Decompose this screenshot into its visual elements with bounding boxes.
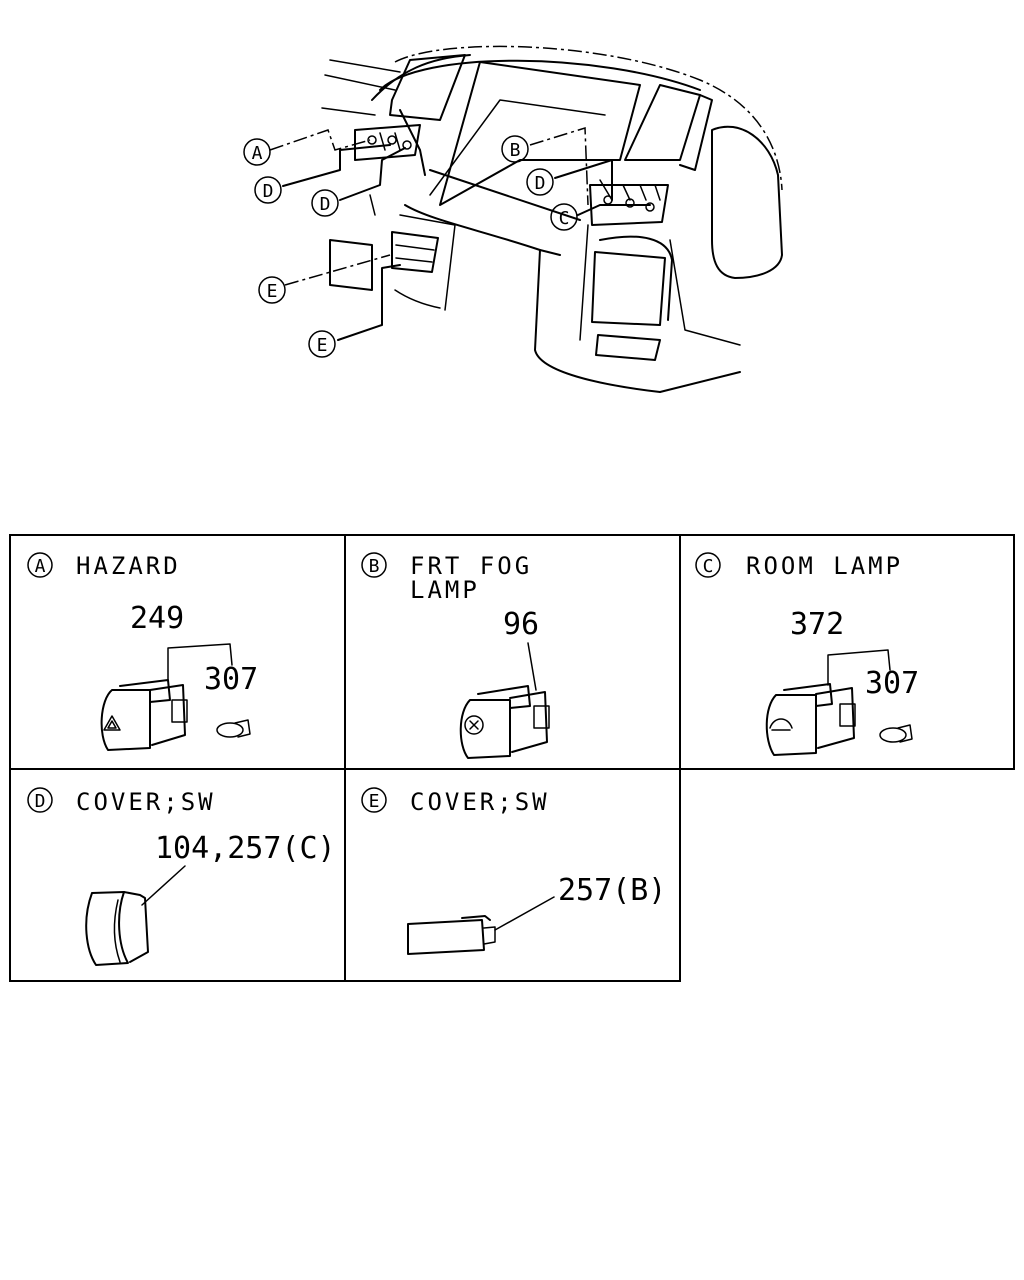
callout-d2-letter: D [320,194,331,215]
cell-a-title: HAZARD [76,552,181,580]
callout-c-letter: C [559,208,570,229]
cell-c-letter: C [703,556,714,577]
fog-lamp-switch-icon [459,685,550,759]
callout-d3-letter: D [535,173,546,194]
cell-hazard: A HAZARD 249 307 [27,552,258,751]
callout-leaders [269,126,651,341]
cell-b-title-line2: LAMP [410,576,480,604]
callout-d-3: D [526,168,554,196]
callout-d1-letter: D [263,181,274,202]
bulb-icon-room [879,724,913,743]
cell-d-title: COVER;SW [76,788,216,816]
part-number-257b: 257(B) [558,873,666,908]
callout-a: A [243,138,271,166]
cell-room-lamp: C ROOM LAMP 372 307 [695,552,919,756]
callout-b: B [501,135,529,163]
callout-b-letter: B [510,140,521,161]
callout-e-1: E [258,276,286,304]
hazard-switch-icon [100,679,188,751]
cell-e-title: COVER;SW [410,788,550,816]
callout-e1-letter: E [267,281,278,302]
part-number-372: 372 [790,607,844,642]
dashboard-illustration [321,45,783,393]
switch-cover-icon [85,891,149,966]
part-number-96: 96 [503,607,539,642]
bulb-icon [216,719,251,738]
callout-d-1: D [254,176,282,204]
part-number-307-a: 307 [204,662,258,697]
part-number-307-c: 307 [865,666,919,701]
callout-e2-letter: E [317,335,328,356]
cell-c-title: ROOM LAMP [746,552,903,580]
parts-table [9,534,1015,982]
cell-e-letter: E [369,791,380,812]
callout-e-2: E [308,330,336,358]
cell-b-title-line1: FRT FOG [410,552,532,580]
callout-d-2: D [311,189,339,217]
cell-cover-sw-d: D COVER;SW 104,257(C) [27,787,336,966]
callout-c: C [550,203,578,231]
blank-cover-icon [407,915,496,955]
cell-a-letter: A [35,556,46,577]
cell-b-letter: B [369,556,380,577]
part-number-249: 249 [130,601,184,636]
cell-cover-sw-e: E COVER;SW 257(B) [361,787,666,955]
part-number-104-257c: 104,257(C) [155,831,336,866]
cell-front-fog-lamp: B FRT FOG LAMP 96 [361,552,550,759]
callout-a-letter: A [252,143,263,164]
room-lamp-switch-icon [765,683,856,756]
cell-d-letter: D [35,791,46,812]
